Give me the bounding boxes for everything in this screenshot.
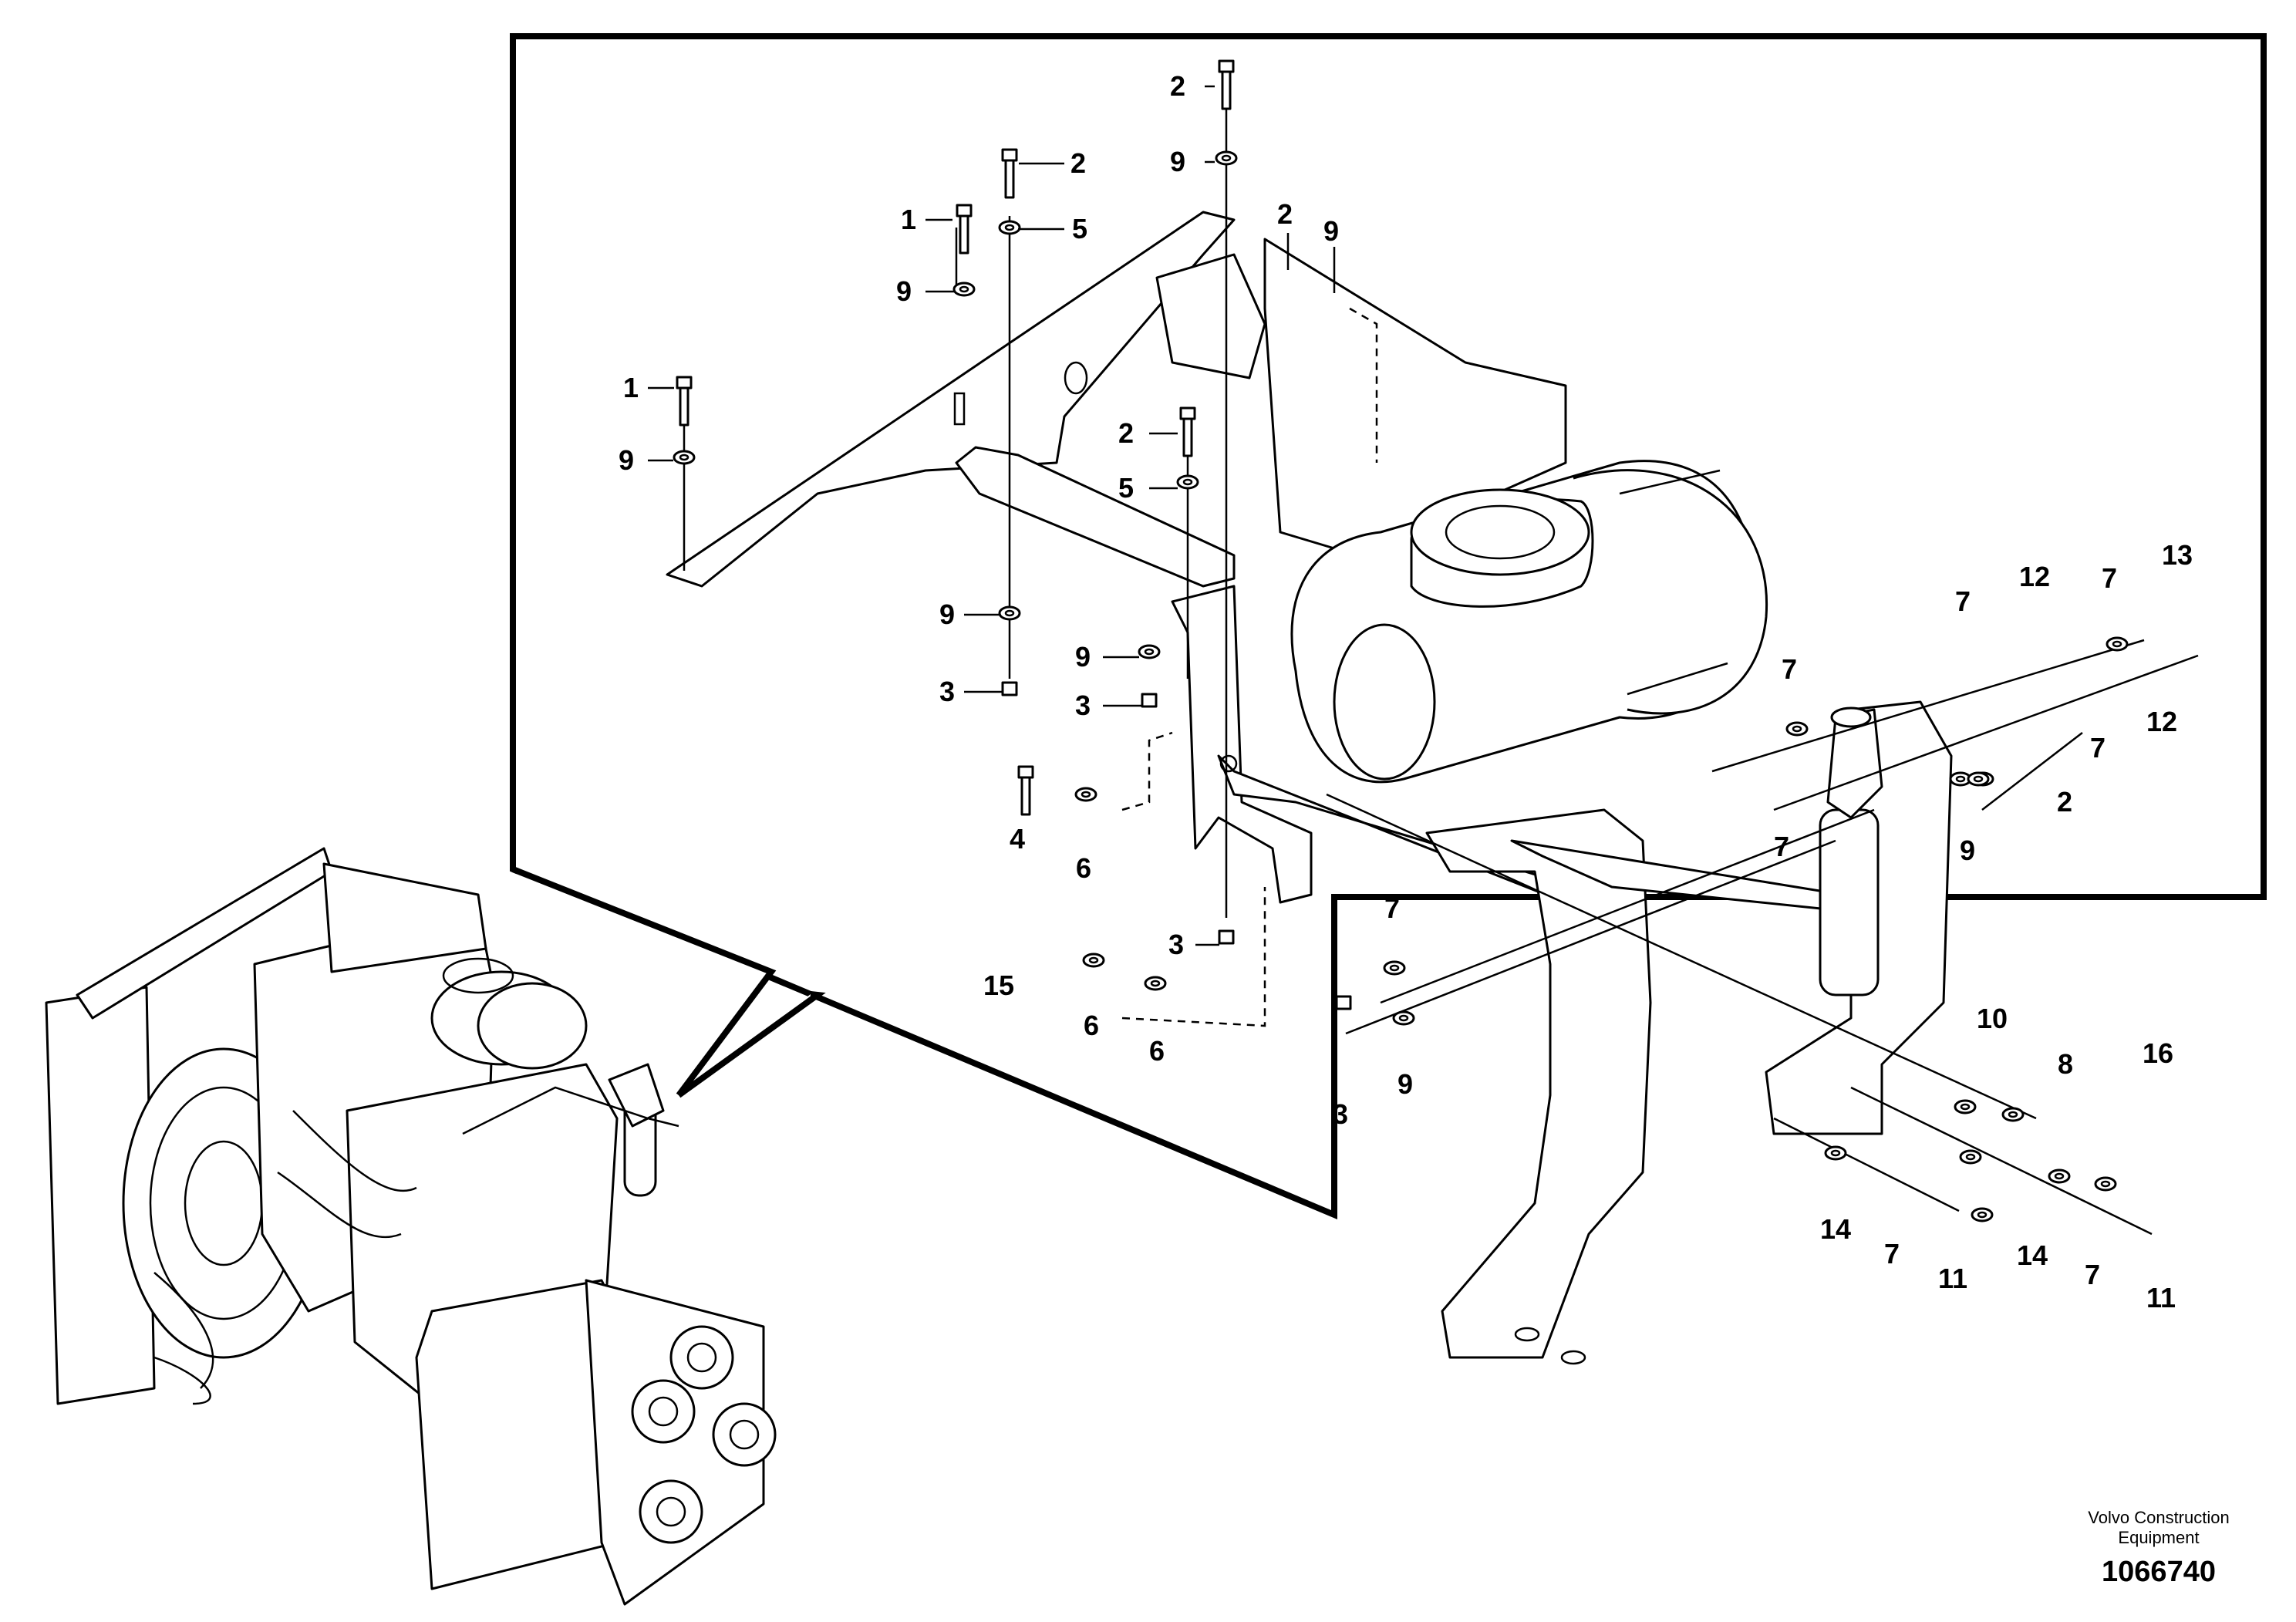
callout-label: 3 (1333, 1098, 1348, 1130)
callout-label: 3 (1168, 929, 1184, 960)
callout-label: 9 (896, 275, 912, 307)
callout-label: 7 (1782, 653, 1797, 685)
zoom-leader-lines (511, 866, 826, 1098)
callout-label: 6 (1149, 1035, 1165, 1067)
callout-label: 11 (1938, 1263, 1967, 1294)
callout-label: 15 (983, 969, 1014, 1001)
brand-line-1: Volvo Construction (2088, 1508, 2230, 1527)
callout-label: 14 (1820, 1213, 1851, 1245)
document-number: 1066740 (2102, 1556, 2216, 1588)
callout-label: 5 (1118, 472, 1134, 504)
callout-label: 12 (2019, 561, 2050, 592)
callout-label: 2 (1070, 147, 1086, 179)
callout-label: 8 (2058, 1048, 2073, 1080)
air-cleaner (1290, 460, 1768, 784)
callout-label: 6 (1076, 852, 1091, 884)
callout-label: 2 (2057, 786, 2072, 818)
callout-label: 12 (2146, 706, 2177, 737)
callout-label: 4 (1010, 823, 1025, 855)
callout-label: 9 (1323, 215, 1339, 247)
callout-label: 10 (1977, 1003, 2008, 1034)
callout-label: 5 (1072, 213, 1087, 244)
callout-label: 7 (2090, 732, 2106, 764)
brand-line-2: Equipment (2118, 1528, 2200, 1547)
callout-label: 2 (1118, 417, 1134, 449)
callout-label: 9 (619, 444, 634, 476)
callout-label: 2 (1170, 70, 1185, 102)
callout-label: 9 (1075, 641, 1091, 673)
callout-label: 14 (2017, 1239, 2048, 1271)
callout-label: 7 (1384, 892, 1400, 924)
callout-label: 7 (1955, 585, 1971, 617)
callout-label: 7 (1884, 1238, 1900, 1270)
callout-label: 9 (1170, 146, 1185, 177)
callout-label: 1 (623, 372, 639, 403)
callout-label: 1 (901, 204, 916, 235)
callout-labels: 2 9 2 1 5 9 1 9 2 9 2 5 9 3 9 3 4 6 15 6… (619, 70, 2193, 1313)
callout-label: 11 (2146, 1282, 2176, 1313)
overview-engine-illustration (45, 847, 777, 1606)
callout-label: 16 (2143, 1037, 2173, 1069)
callout-leaders (648, 85, 1336, 946)
callout-label: 3 (939, 676, 955, 707)
callout-label: 7 (2085, 1259, 2100, 1290)
callout-label: 2 (1277, 198, 1293, 230)
callout-label: 9 (1960, 835, 1975, 866)
upper-mounting-bracket (666, 211, 1567, 588)
callout-label: 3 (1075, 690, 1091, 721)
callout-label: 7 (1774, 831, 1789, 862)
callout-label: 6 (1084, 1010, 1099, 1041)
callout-label: 13 (2162, 539, 2193, 571)
rear-bracket-with-filter (1765, 700, 1953, 1135)
footer: Volvo Construction Equipment 1066740 (2043, 1508, 2274, 1589)
callout-label: 9 (1397, 1068, 1413, 1100)
callout-label: 7 (2102, 562, 2117, 594)
lower-support-bracket (1425, 808, 1845, 1365)
callout-label: 9 (939, 599, 955, 630)
